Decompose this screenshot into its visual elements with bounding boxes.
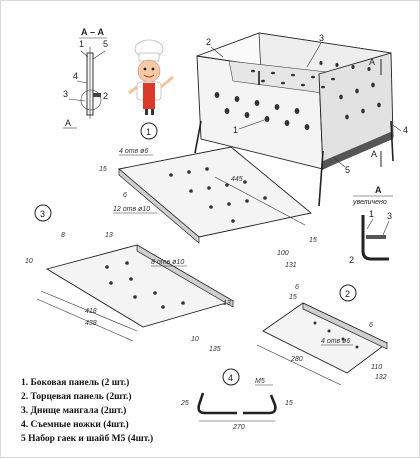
part-3-dim-outer-length: 438 [85, 320, 97, 327]
section-title: А – А [81, 27, 105, 37]
section-a-a: А – А 1 5 4 3 2 А [63, 27, 108, 129]
part-4-leg-left [197, 392, 237, 415]
detail-bolt [366, 235, 386, 239]
detail-callout-2: 2 [349, 255, 354, 265]
part-2-flange [302, 302, 388, 350]
part-3-dim-side: 8 [61, 232, 65, 239]
legend-item-5: 5 Набор гаек и шайб М5 (4шт.) [21, 433, 153, 444]
detail-title: А [375, 185, 382, 195]
part-3-number: 3 [40, 209, 45, 219]
detail-a-enlarged: А увеличено 1 3 2 [349, 185, 393, 265]
parts-legend: 1. Боковая панель (2 шт.) 2. Торцевая па… [21, 377, 153, 444]
grill-callout-3: 3 [319, 33, 324, 43]
part-4-dim-bolt: M5 [255, 378, 265, 385]
chef-illustration [128, 39, 174, 115]
part-2-dim-top: 15 [289, 294, 297, 301]
section-callout-1: 1 [79, 39, 84, 49]
part-4: 4 M5 25 15 270 [180, 368, 293, 431]
part-4-badge [222, 368, 240, 386]
part-1-number: 1 [146, 127, 151, 137]
part-4-number: 4 [228, 373, 233, 383]
detail-callout-1: 1 [369, 209, 374, 219]
part-4-leg-right [243, 394, 277, 415]
grill-callout-2: 2 [206, 37, 211, 47]
part-1-dim-width: 131 [285, 262, 297, 269]
grill-callout-5: 5 [345, 165, 350, 175]
part-2-dim-length: 280 [290, 356, 303, 363]
part-2-dim-width2: 132 [375, 374, 387, 381]
part-1-dim-holes-large: 12 отв ø10 [113, 206, 150, 213]
part-2-dim-width1: 110 [371, 364, 382, 371]
part-1-plate [117, 146, 313, 238]
part-2-dim-side: 6 [295, 284, 299, 291]
part-3-dim-top: 13 [105, 232, 113, 239]
part-1-dim-holes-small: 4 отв ø6 [119, 148, 148, 155]
part-1-dim-flange: 15 [309, 237, 317, 244]
part-4-dim-length: 270 [232, 424, 245, 431]
grill-end-holes [339, 82, 381, 120]
part-1-badge [140, 122, 158, 140]
section-bolt [93, 93, 101, 97]
section-callout-4: 4 [73, 71, 78, 81]
legend-item-4: 4. Съемные ножки (4шт.) [21, 419, 129, 430]
part-2-holes [313, 321, 359, 349]
part-1-dim-small: 6 [123, 192, 127, 199]
grill-back-holes [319, 61, 371, 71]
part-2-dim-small: 6 [369, 322, 373, 329]
chef-apron [143, 83, 155, 109]
detail-callout-3: 3 [387, 211, 392, 221]
detail-leg-bend [361, 215, 389, 261]
part-3-dim-left: 10 [25, 258, 33, 265]
section-callout-2: 2 [103, 91, 108, 101]
part-2: 2 4 отв ø6 15 6 6 280 110 132 [256, 284, 388, 386]
part-4-dim-height-left: 25 [180, 400, 189, 407]
part-1-dim-side: 15 [99, 166, 107, 173]
part-2-badge [339, 284, 357, 302]
part-1: 1 4 отв ø6 445 12 отв ø10 15 6 100 131 1… [99, 122, 317, 269]
part-2-dim-holes: 4 отв ø6 [321, 338, 350, 345]
grill-callout-4: 4 [403, 125, 408, 135]
section-plane-label: А [65, 118, 71, 128]
part-1-holes [169, 167, 267, 223]
grill-legs [194, 71, 394, 207]
grill-cut-label-top: А [369, 57, 375, 67]
grill-bolt-strip [323, 131, 393, 169]
part-1-flange [118, 168, 200, 244]
section-detail-circle [80, 89, 102, 111]
grill-side-holes [214, 92, 310, 130]
part-3-dim-bottom: 10 [191, 336, 199, 343]
grill-assembly: 2 3 1 5 4 А А [194, 32, 408, 207]
part-3-badge [34, 204, 52, 222]
part-3: 3 8 отв ø10 13 8 10 418 438 13 10 135 [25, 204, 235, 353]
part-3-flange [136, 244, 234, 308]
section-callout-5: 5 [103, 39, 108, 49]
part-3-holes [105, 261, 185, 309]
legend-item-3: 3. Днище мангала (2шт.) [21, 405, 126, 416]
grill-callout-1: 1 [233, 125, 238, 135]
part-2-number: 2 [345, 289, 350, 299]
legend-item-1: 1. Боковая панель (2 шт.) [21, 377, 129, 388]
detail-subtitle: увеличено [352, 199, 387, 206]
part-3-dim-width: 135 [209, 346, 221, 353]
chef-face [137, 59, 161, 83]
part-1-dim-length: 445 [231, 176, 243, 183]
part-4-dim-height-right: 15 [285, 400, 293, 407]
legend-item-2: 2. Торцевая панель (2шт.) [21, 391, 132, 402]
part-1-dim-depth: 100 [277, 250, 289, 257]
part-3-dim-flange: 13 [223, 300, 231, 307]
grill-cut-label-bottom: А [371, 149, 377, 159]
section-callout-3: 3 [63, 89, 68, 99]
grill-bottom-holes [251, 69, 335, 89]
part-3-dim-holes: 8 отв ø10 [151, 259, 184, 266]
